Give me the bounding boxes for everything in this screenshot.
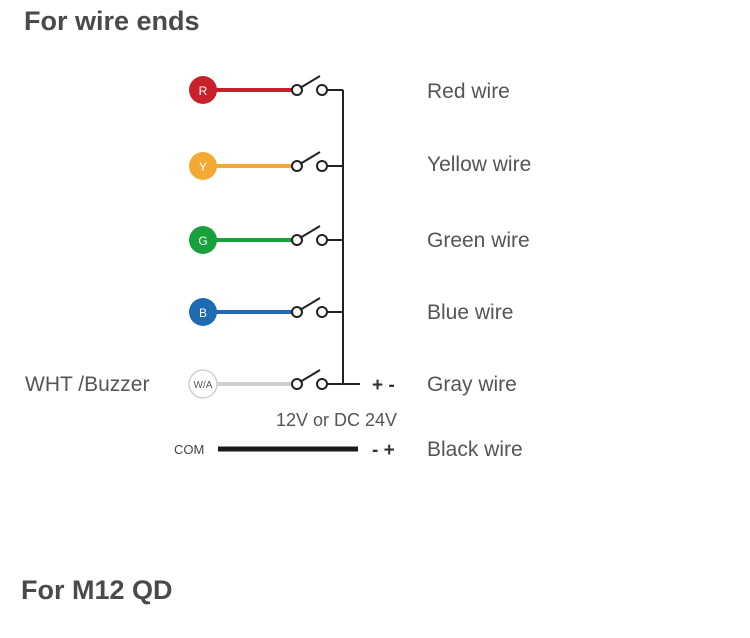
wire-row-blue: B Blue wire [189,297,513,326]
com-label: COM [174,442,204,457]
section-title-wire-ends: For wire ends [24,6,200,36]
wire-badge-label-blue: B [199,306,207,320]
wire-badge-red [189,76,217,104]
switch-icon [291,297,343,318]
wire-badge-white [188,369,218,399]
polarity-black: - + [372,440,395,461]
wire-row-green: G Green wire [189,225,530,254]
section-title-m12: For M12 QD [21,575,173,605]
wire-badge-green [189,226,217,254]
switch-icon [291,369,360,390]
switch-icon [291,151,343,172]
wire-badge-label-green: G [198,234,207,248]
wire-row-yellow: Y Yellow wire [189,151,531,180]
switch-icon [291,75,343,96]
wire-badge-yellow [189,152,217,180]
wire-badge-label-white: W/A [194,380,213,391]
wire-badge-label-red: R [199,84,208,98]
com-row: COM - + Black wire [174,438,523,461]
wire-label-black: Black wire [427,438,523,461]
wire-row-gray: W/A + - Gray wire [188,369,517,399]
wire-label-red: Red wire [427,80,510,103]
wire-badge-label-yellow: Y [199,160,207,174]
wire-label-yellow: Yellow wire [427,153,531,176]
buzzer-label: WHT /Buzzer [25,373,149,396]
wire-label-gray: Gray wire [427,373,517,396]
wire-label-green: Green wire [427,229,530,252]
polarity-gray: + - [372,375,395,396]
wire-row-red: R Red wire [189,75,510,104]
wire-label-blue: Blue wire [427,301,513,324]
switch-icon [291,225,343,246]
voltage-label: 12V or DC 24V [276,410,397,430]
wire-badge-blue [189,298,217,326]
